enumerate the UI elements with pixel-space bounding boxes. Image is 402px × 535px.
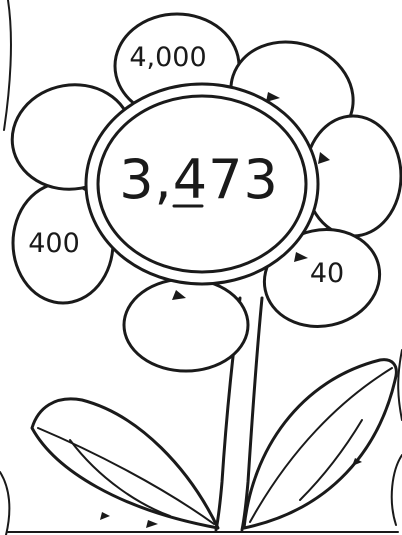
left-border-curve [4,0,11,130]
choice-right[interactable]: 40 [310,258,344,289]
right-border-curve [398,350,402,420]
leaves [32,360,396,528]
choice-top[interactable]: 4,000 [129,42,206,73]
leaf-thorn-3 [146,520,158,528]
petal-right [305,116,401,236]
petal-bottom [124,279,248,371]
right-border-arc [392,455,402,525]
right-leaf [244,360,396,528]
left-border-arc [0,472,9,535]
center-number: 3,473 [119,148,279,211]
choice-left[interactable]: 400 [28,228,80,259]
leaf-thorn-2 [100,512,110,520]
